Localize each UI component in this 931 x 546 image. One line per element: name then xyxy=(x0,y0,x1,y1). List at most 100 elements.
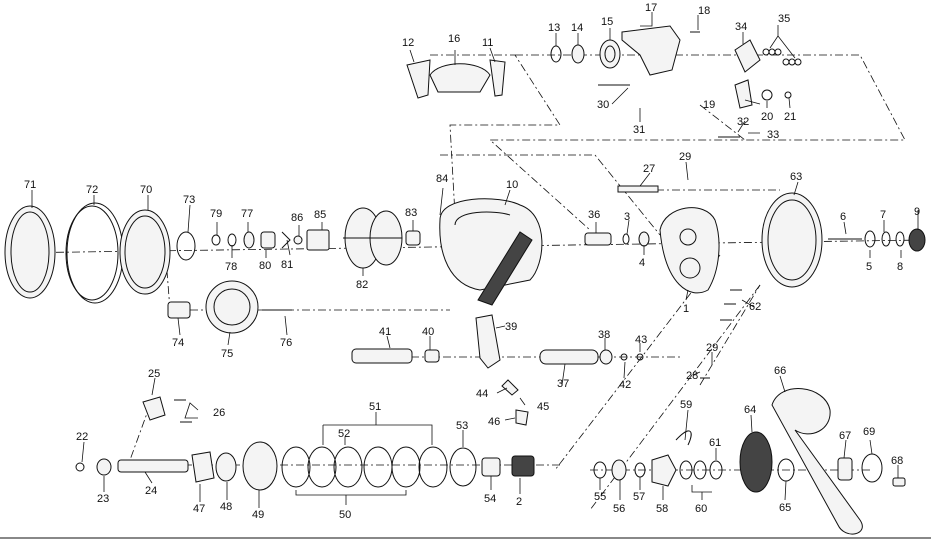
part-64-drag-star xyxy=(739,431,773,493)
label-part-51: 51 xyxy=(369,401,381,413)
label-part-29a: 29 xyxy=(679,151,691,163)
label-part-74: 74 xyxy=(172,337,184,349)
label-part-10: 10 xyxy=(506,179,518,191)
part-72-ring xyxy=(66,202,124,304)
label-part-68: 68 xyxy=(891,455,903,467)
label-part-5: 5 xyxy=(866,261,872,273)
part-66-handle xyxy=(771,388,863,535)
label-part-82: 82 xyxy=(356,279,368,291)
label-part-60: 60 xyxy=(695,503,707,515)
label-part-26: 26 xyxy=(213,407,225,419)
label-part-71: 71 xyxy=(24,179,36,191)
label-part-64: 64 xyxy=(744,404,756,416)
label-part-7: 7 xyxy=(880,209,886,221)
label-part-35: 35 xyxy=(778,13,790,25)
label-part-6: 6 xyxy=(840,211,846,223)
label-part-63: 63 xyxy=(790,171,802,183)
part-labels: 1 2 3 4 5 6 7 8 9 10 11 12 13 14 15 16 1… xyxy=(24,2,920,521)
label-part-52: 52 xyxy=(338,428,350,440)
label-part-1: 1 xyxy=(683,303,689,315)
label-part-25: 25 xyxy=(148,368,160,380)
label-part-49: 49 xyxy=(252,509,264,521)
label-part-44: 44 xyxy=(476,388,488,400)
part-85-pinion xyxy=(306,229,330,251)
label-part-61: 61 xyxy=(709,437,721,449)
part-37-guide-tube xyxy=(539,349,599,365)
label-part-24: 24 xyxy=(145,485,157,497)
label-part-32: 32 xyxy=(737,116,749,128)
label-part-2: 2 xyxy=(516,496,522,508)
label-part-16: 16 xyxy=(448,33,460,45)
label-part-47: 47 xyxy=(193,503,205,515)
label-part-75: 75 xyxy=(221,348,233,360)
label-part-29b: 29 xyxy=(706,342,718,354)
label-part-50: 50 xyxy=(339,509,351,521)
label-part-59: 59 xyxy=(680,399,692,411)
label-part-79: 79 xyxy=(210,208,222,220)
label-part-36: 36 xyxy=(588,209,600,221)
label-part-73: 73 xyxy=(183,194,195,206)
label-part-69: 69 xyxy=(863,426,875,438)
label-part-65: 65 xyxy=(779,502,791,514)
label-part-53: 53 xyxy=(456,420,468,432)
label-part-28: 28 xyxy=(686,370,698,382)
label-part-8: 8 xyxy=(897,261,903,273)
label-part-48: 48 xyxy=(220,501,232,513)
label-part-83: 83 xyxy=(405,207,417,219)
label-part-14: 14 xyxy=(571,22,583,34)
label-part-57: 57 xyxy=(633,491,645,503)
label-part-70: 70 xyxy=(140,184,152,196)
label-part-30: 30 xyxy=(597,99,609,111)
label-part-23: 23 xyxy=(97,493,109,505)
label-part-81: 81 xyxy=(281,259,293,271)
label-part-58: 58 xyxy=(656,503,668,515)
label-part-40: 40 xyxy=(422,326,434,338)
label-part-31: 31 xyxy=(633,124,645,136)
part-41-worm-shaft xyxy=(351,348,413,364)
part-10-frame xyxy=(439,198,543,291)
label-part-62: 62 xyxy=(749,301,761,313)
label-part-17: 17 xyxy=(645,2,657,14)
label-part-55: 55 xyxy=(594,491,606,503)
label-part-86: 86 xyxy=(291,212,303,224)
label-part-54: 54 xyxy=(484,493,496,505)
part-16-top-cover xyxy=(429,63,491,93)
label-part-3: 3 xyxy=(624,211,630,223)
label-part-84: 84 xyxy=(436,173,448,185)
label-part-41: 41 xyxy=(379,326,391,338)
label-part-42: 42 xyxy=(619,379,631,391)
label-part-19: 19 xyxy=(703,99,715,111)
label-part-80: 80 xyxy=(259,260,271,272)
part-9-star-drag xyxy=(908,228,926,252)
part-71-frame-ring xyxy=(4,205,56,299)
label-part-78: 78 xyxy=(225,261,237,273)
label-part-27: 27 xyxy=(643,163,655,175)
label-part-85: 85 xyxy=(314,209,326,221)
label-part-20: 20 xyxy=(761,111,773,123)
label-part-18: 18 xyxy=(698,5,710,17)
label-part-11: 11 xyxy=(482,37,493,49)
label-part-39: 39 xyxy=(505,321,517,333)
label-part-46: 46 xyxy=(488,416,500,428)
label-part-38: 38 xyxy=(598,329,610,341)
leader-lines xyxy=(31,12,919,508)
label-part-15: 15 xyxy=(601,16,613,28)
label-part-13: 13 xyxy=(548,22,560,34)
label-part-22: 22 xyxy=(76,431,88,443)
label-part-12: 12 xyxy=(402,37,414,49)
part-17-clutch-plate xyxy=(621,25,681,76)
label-part-4: 4 xyxy=(639,257,645,269)
label-part-77: 77 xyxy=(241,208,253,220)
label-part-37: 37 xyxy=(557,378,569,390)
part-49-drive-gear xyxy=(242,441,278,491)
part-73-o-ring xyxy=(176,231,196,261)
part-2-bearing xyxy=(511,455,535,477)
label-part-76: 76 xyxy=(280,337,292,349)
label-part-67: 67 xyxy=(839,430,851,442)
part-39-pawl xyxy=(475,314,501,369)
part-63-side-cover xyxy=(761,192,823,288)
label-part-66: 66 xyxy=(774,365,786,377)
label-part-21: 21 xyxy=(784,111,796,123)
